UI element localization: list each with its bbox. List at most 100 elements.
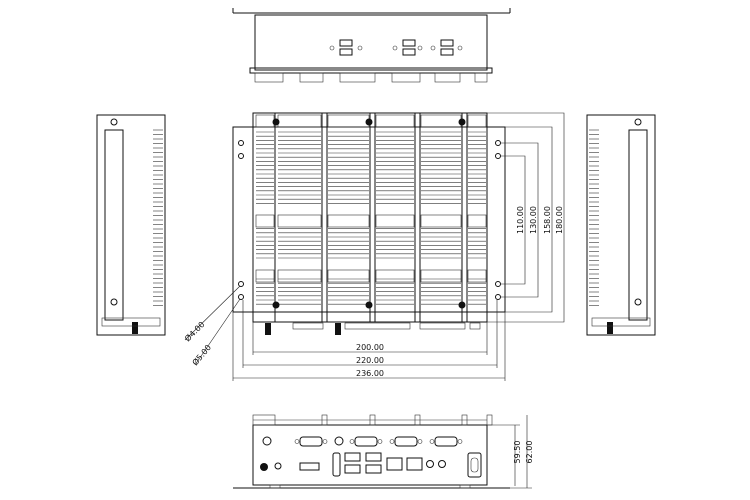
heatsink-rib <box>252 112 276 323</box>
fin-block <box>420 269 462 283</box>
dim-62: 62.00 <box>525 441 534 464</box>
side-body <box>96 114 166 336</box>
foot <box>269 484 281 489</box>
ethernet-port <box>386 457 403 471</box>
led <box>430 45 436 51</box>
usb-port <box>440 39 454 47</box>
usb-port <box>365 452 382 462</box>
serial-port <box>394 436 418 447</box>
usb-port <box>402 39 416 47</box>
foot <box>459 484 471 489</box>
mounting-hole <box>238 140 244 146</box>
serial-port <box>434 436 458 447</box>
usb-port <box>339 39 353 47</box>
fin-bump <box>434 72 461 83</box>
screw <box>365 118 373 126</box>
fin-block <box>327 269 370 283</box>
side-bracket <box>104 129 124 321</box>
usb-port <box>344 452 361 462</box>
screw-post <box>417 439 423 444</box>
mounting-hole <box>238 153 244 159</box>
left-side-view <box>96 114 166 336</box>
mounting-hole <box>495 140 501 146</box>
port-outline <box>469 322 481 330</box>
heatsink-rib <box>321 112 328 323</box>
screw-post <box>377 439 383 444</box>
power-jack <box>260 463 268 471</box>
dim-110: 110.00 <box>516 206 525 234</box>
screw-icon <box>110 298 118 306</box>
screw-post <box>294 439 300 444</box>
screw <box>365 301 373 309</box>
antenna-port <box>334 436 344 446</box>
port-outline <box>344 322 411 330</box>
antenna-connector <box>607 322 613 334</box>
usb-port <box>365 464 382 474</box>
fin-bump <box>299 72 324 83</box>
dim-158: 158.00 <box>543 206 552 234</box>
side-foot <box>591 317 651 327</box>
led <box>329 45 335 51</box>
fin-block <box>467 114 487 128</box>
serial-port <box>354 436 378 447</box>
side-bracket <box>628 129 648 321</box>
screw-post <box>429 439 435 444</box>
dim-59-5: 59.50 <box>513 441 522 464</box>
heatsink-rib <box>369 112 376 323</box>
led <box>357 45 363 51</box>
fin-block <box>277 214 322 228</box>
fin-block <box>327 114 370 128</box>
fin-block <box>277 269 322 283</box>
usb-port <box>440 48 454 56</box>
ethernet-port <box>406 457 423 471</box>
main-view <box>232 112 506 335</box>
led <box>392 45 398 51</box>
antenna-connector <box>132 322 138 334</box>
fin-block <box>255 269 275 283</box>
screw-post <box>349 439 355 444</box>
fin-block <box>467 269 487 283</box>
fin-bump <box>254 72 284 83</box>
fin-block <box>420 114 462 128</box>
displayport <box>299 462 320 471</box>
fin-block <box>420 214 462 228</box>
antenna-connector <box>265 323 271 335</box>
fin-bump <box>474 72 488 83</box>
led-indicator <box>438 460 446 468</box>
right-side-view <box>586 114 656 336</box>
port-outline <box>292 322 324 330</box>
top-view <box>232 8 511 83</box>
dim-220: 220.00 <box>356 356 384 365</box>
heatsink-rib <box>461 112 468 323</box>
audio-jack <box>274 462 282 470</box>
mounting-hole <box>238 294 244 300</box>
usb-port <box>339 48 353 56</box>
screw <box>458 118 466 126</box>
led <box>417 45 423 51</box>
mounting-hole <box>495 294 501 300</box>
side-body <box>586 114 656 336</box>
fin-bump <box>391 72 421 83</box>
power-switch <box>470 457 479 473</box>
mounting-hole <box>238 281 244 287</box>
mounting-hole <box>495 153 501 159</box>
screw-post <box>389 439 395 444</box>
fin-block <box>375 114 415 128</box>
led-indicator <box>426 460 434 468</box>
serial-port <box>299 436 323 447</box>
fin-block <box>255 114 275 128</box>
screw-icon <box>634 298 642 306</box>
screw <box>458 301 466 309</box>
led <box>457 45 463 51</box>
io-panel-view <box>233 414 510 489</box>
fin-block <box>327 214 370 228</box>
fin-block <box>375 269 415 283</box>
screw-post <box>322 439 328 444</box>
dim-130: 130.00 <box>529 206 538 234</box>
screw-icon <box>110 118 118 126</box>
screw-icon <box>634 118 642 126</box>
usb-port <box>402 48 416 56</box>
dim-hole-4: Ø4.00 <box>182 319 206 343</box>
fin-bump <box>339 72 376 83</box>
